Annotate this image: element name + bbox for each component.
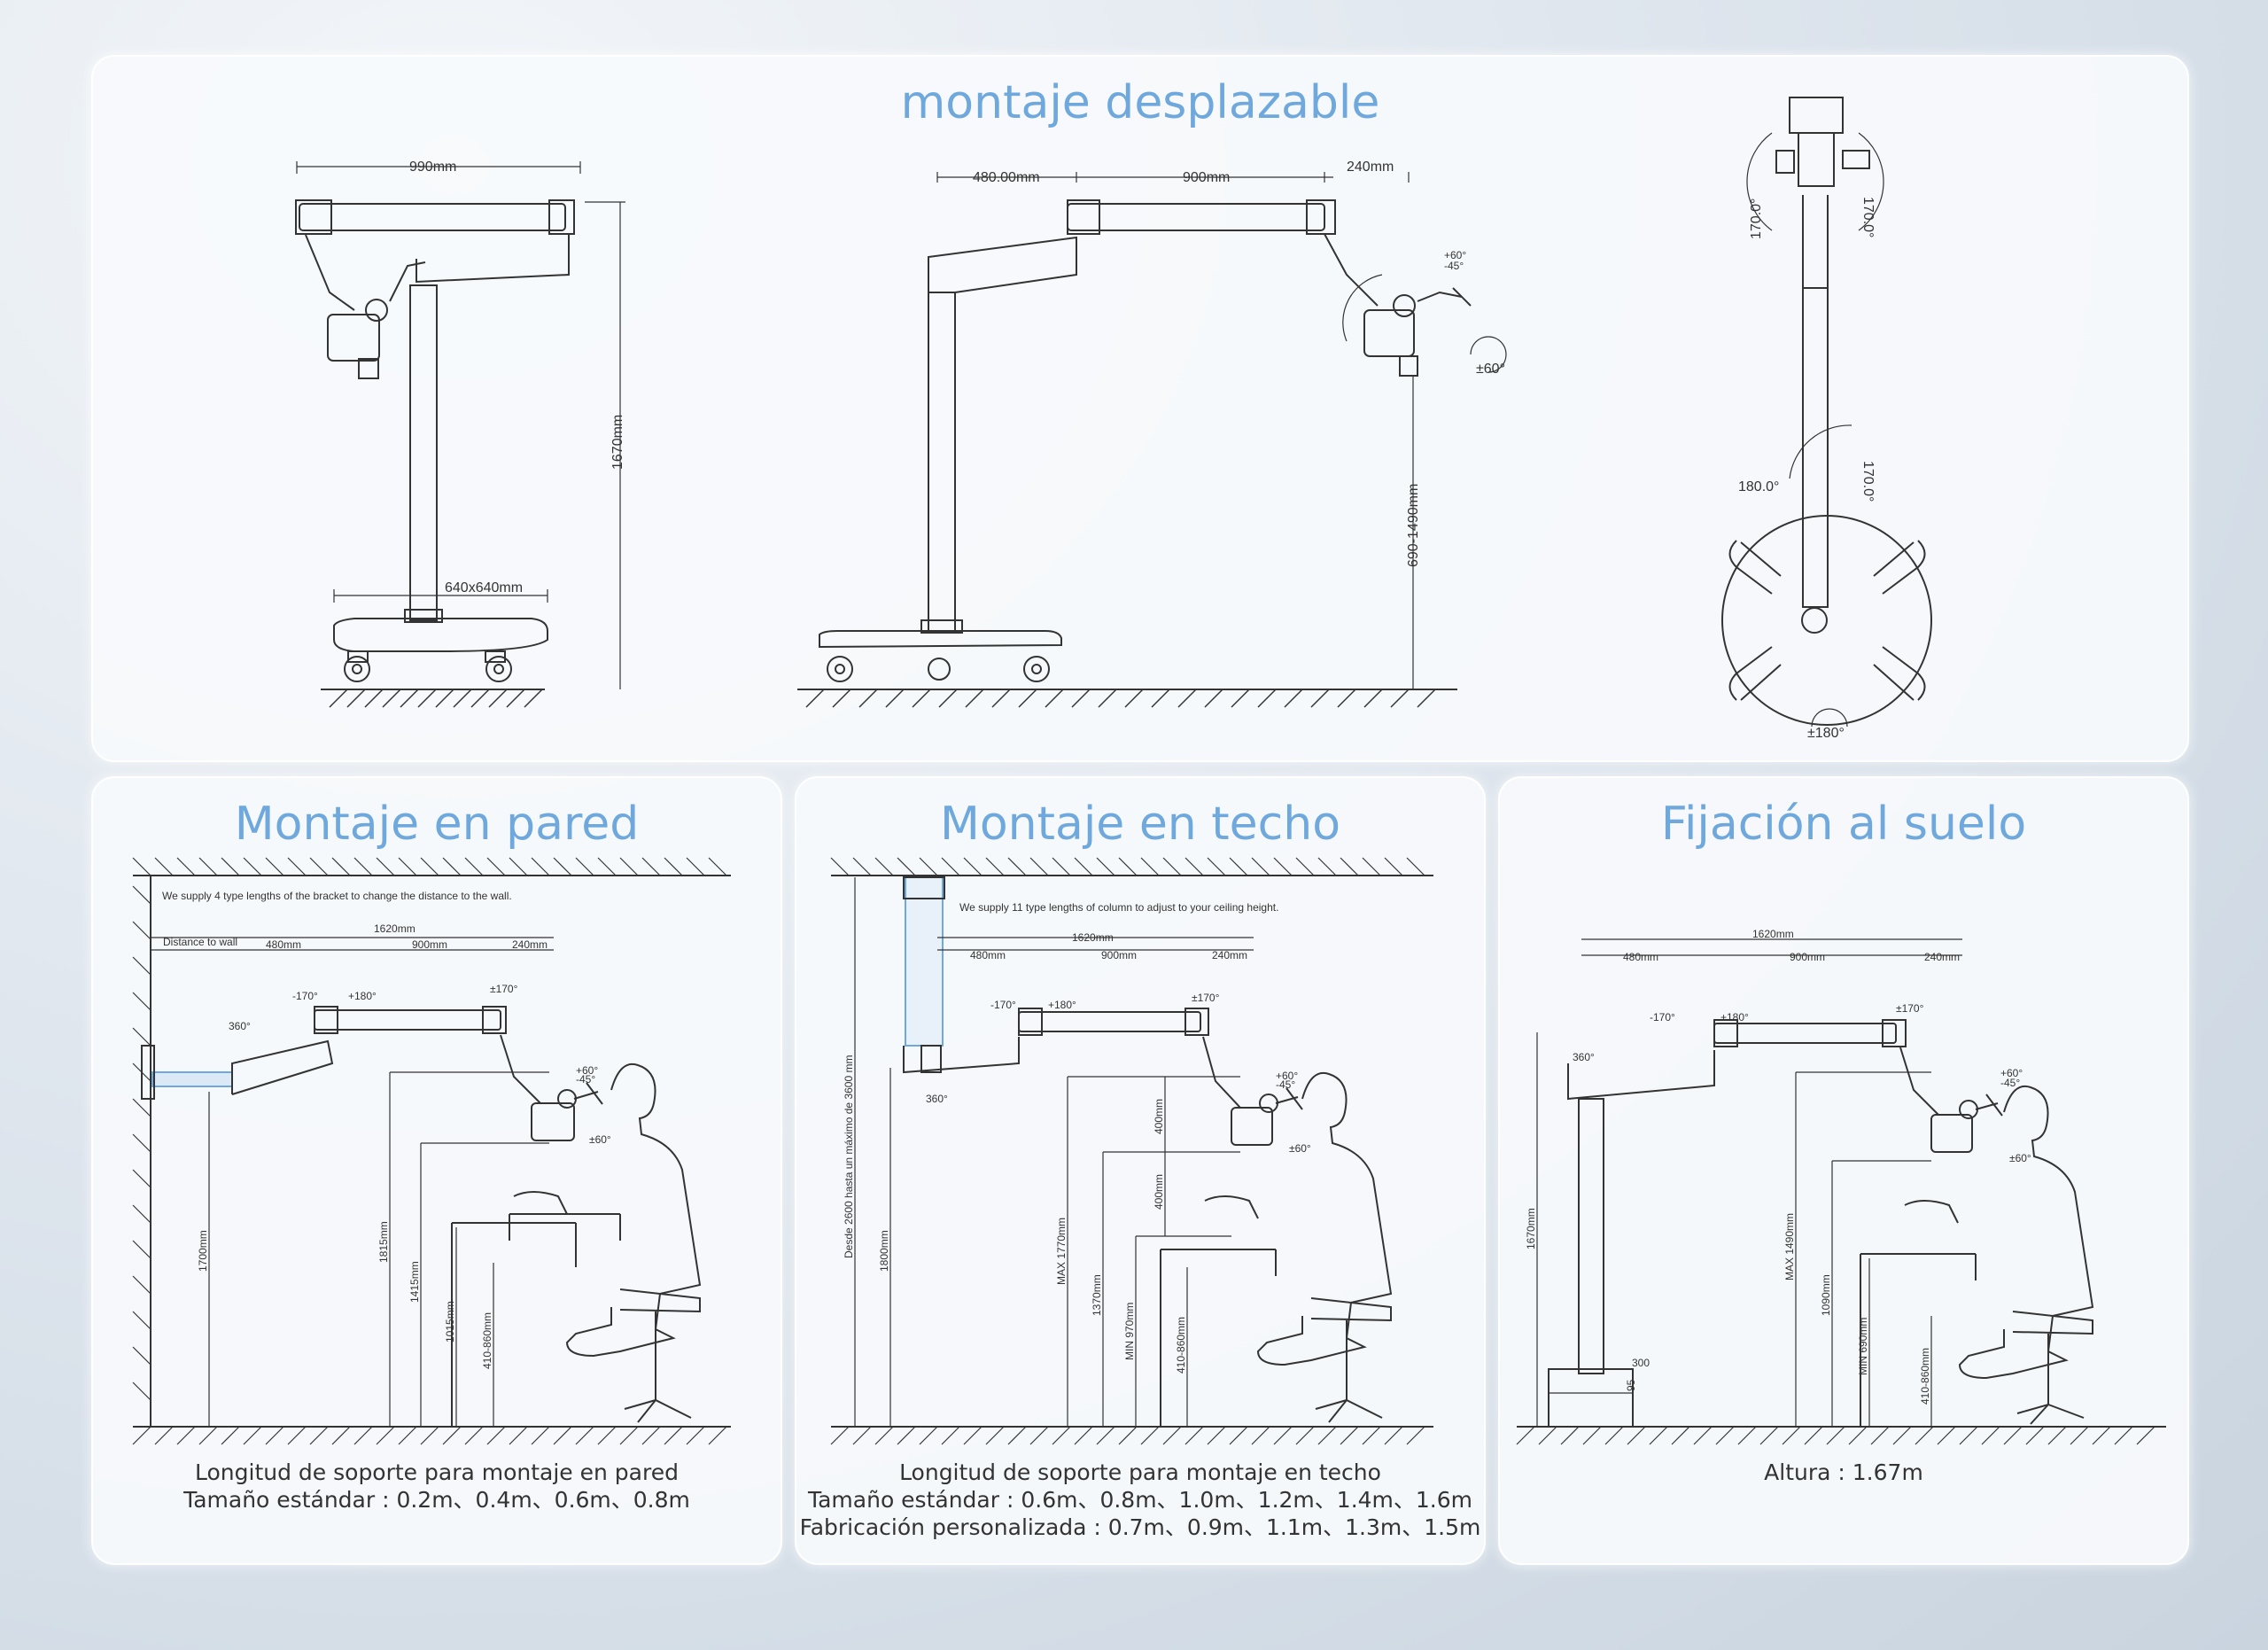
wall-height-1: 1700mm	[197, 1230, 209, 1272]
top-view-diagram	[1721, 97, 1932, 728]
floor-height-4: MIN 690mm	[1857, 1318, 1869, 1375]
floor-angle-2: +180°	[1720, 1011, 1749, 1023]
topview-angle-1: 170.0°	[1749, 198, 1764, 239]
ceiling-angle-3: ±170°	[1192, 992, 1220, 1004]
side-view-diagram	[295, 161, 625, 708]
floor-caption-line-1: Altura : 1.67m	[1764, 1459, 1923, 1485]
wall-caption-line-2: Tamaño estándar : 0.2m、0.4m、0.6m、0.8m	[183, 1487, 690, 1513]
ceiling-d1-label: 480mm	[970, 949, 1006, 961]
floor-d2-label: 900mm	[1790, 951, 1825, 963]
wall-rotation: ±60°	[589, 1133, 611, 1146]
wall-note: We supply 4 type lengths of the bracket …	[162, 890, 512, 902]
wall-height-2: 1815mm	[377, 1221, 390, 1263]
front-view-diagram	[797, 172, 1507, 708]
front-d3-label: 240mm	[1347, 160, 1394, 175]
ceiling-height-8: 400mm	[1153, 1174, 1165, 1210]
floor-tilt-up: +60°	[2000, 1067, 2023, 1079]
floor-tilt-down: -45°	[2000, 1077, 2020, 1089]
ceiling-rotation: ±60°	[1289, 1142, 1311, 1155]
ceiling-height-5: MIN 970mm	[1123, 1303, 1136, 1360]
floor-d1-label: 480mm	[1623, 951, 1658, 963]
ceiling-caption-line-3: Fabricación personalizada : 0.7m、0.9m、1.…	[799, 1514, 1481, 1540]
wall-tilt-down: -45°	[576, 1073, 595, 1086]
wall-mount-caption: Longitud de soporte para montaje en pare…	[93, 1459, 781, 1514]
ceiling-d3-label: 240mm	[1212, 949, 1247, 961]
side-base-label: 640x640mm	[445, 580, 523, 595]
mobile-stand-title: montaje desplazable	[900, 76, 1380, 129]
wall-d1-label: 480mm	[266, 938, 301, 951]
floor-total-label: 1620mm	[1752, 928, 1794, 940]
floor-mount-title: Fijación al suelo	[1660, 798, 2027, 851]
floor-height-1: 1670mm	[1525, 1208, 1537, 1249]
topview-angle-3: 180.0°	[1738, 479, 1779, 494]
ceiling-total-label: 1620mm	[1072, 931, 1114, 944]
ceiling-caption-line-2: Tamaño estándar : 0.6m、0.8m、1.0m、1.2m、1.…	[807, 1487, 1473, 1513]
front-d2-label: 900mm	[1183, 170, 1230, 185]
floor-angle-3: ±170°	[1896, 1002, 1924, 1015]
wall-d2-label: 900mm	[412, 938, 447, 951]
wall-mount-panel: Montaje en pared Longitud de soporte par…	[91, 776, 782, 1565]
topview-angle-5: ±180°	[1807, 726, 1845, 741]
floor-angle-1: -170°	[1650, 1011, 1675, 1023]
ceiling-tilt-up: +60°	[1276, 1070, 1298, 1082]
front-tilt-down-label: -45°	[1444, 260, 1464, 272]
wall-angle-4: 360°	[229, 1020, 251, 1032]
floor-height-5: 410-860mm	[1919, 1348, 1931, 1405]
ceiling-angle-2: +180°	[1048, 999, 1076, 1011]
wall-angle-2: +180°	[348, 990, 377, 1002]
wall-caption-line-1: Longitud de soporte para montaje en pare…	[195, 1459, 679, 1485]
ceiling-height-3: MAX 1770mm	[1055, 1218, 1068, 1285]
floor-rotation: ±60°	[2009, 1152, 2031, 1164]
mobile-stand-panel: montaje desplazable	[91, 55, 2189, 762]
ceiling-tilt-down: -45°	[1276, 1078, 1295, 1091]
front-d1-label: 480.00mm	[973, 170, 1040, 185]
floor-base-2: 95	[1625, 1379, 1637, 1391]
ceiling-height-4: 1370mm	[1091, 1274, 1103, 1316]
floor-height-3: 1090mm	[1820, 1274, 1832, 1316]
ceiling-height-7: 400mm	[1153, 1099, 1165, 1134]
topview-angle-4: 170.0°	[1860, 461, 1876, 502]
ceiling-note: We supply 11 type lengths of column to a…	[959, 901, 1278, 914]
ceiling-height-6: 410-860mm	[1175, 1317, 1187, 1374]
wall-tilt-up: +60°	[576, 1064, 598, 1077]
floor-d3-label: 240mm	[1924, 951, 1960, 963]
side-width-label: 990mm	[409, 160, 456, 175]
ceiling-mount-caption: Longitud de soporte para montaje en tech…	[796, 1459, 1484, 1541]
front-rotation-label: ±60°	[1476, 362, 1505, 377]
ceiling-angle-4: 360°	[926, 1093, 948, 1105]
floor-base-1: 300	[1632, 1357, 1650, 1369]
wall-angle-3: ±170°	[490, 983, 518, 995]
floor-mount-panel: Fijación al suelo Altura : 1.67m	[1498, 776, 2189, 1565]
floor-mount-caption: Altura : 1.67m	[1500, 1459, 2187, 1486]
ceiling-mount-title: Montaje en techo	[939, 798, 1341, 851]
ceiling-height-1: Desde 2600 hasta un máximo de 3600 mm	[843, 1055, 855, 1258]
wall-height-4: 1015mm	[444, 1301, 456, 1343]
wall-angle-1: -170°	[292, 990, 318, 1002]
topview-angle-2: 170.0°	[1860, 197, 1876, 237]
front-height-label: 690-1490mm	[1406, 484, 1421, 567]
wall-total-label: 1620mm	[374, 922, 416, 935]
floor-angle-4: 360°	[1573, 1051, 1595, 1063]
wall-mount-title: Montaje en pared	[234, 798, 640, 851]
wall-height-3: 1415mm	[408, 1261, 421, 1303]
floor-height-2: MAX 1490mm	[1783, 1213, 1796, 1280]
ceiling-d2-label: 900mm	[1101, 949, 1137, 961]
ceiling-height-2: 1800mm	[878, 1230, 890, 1272]
ceiling-angle-1: -170°	[990, 999, 1016, 1011]
wall-d3-label: 240mm	[512, 938, 548, 951]
wall-distance-label: Distance to wall	[163, 936, 237, 948]
wall-height-5: 410-860mm	[481, 1312, 493, 1369]
side-height-label: 1670mm	[610, 415, 625, 470]
ceiling-caption-line-1: Longitud de soporte para montaje en tech…	[899, 1459, 1381, 1485]
front-tilt-up-label: +60°	[1444, 249, 1466, 261]
